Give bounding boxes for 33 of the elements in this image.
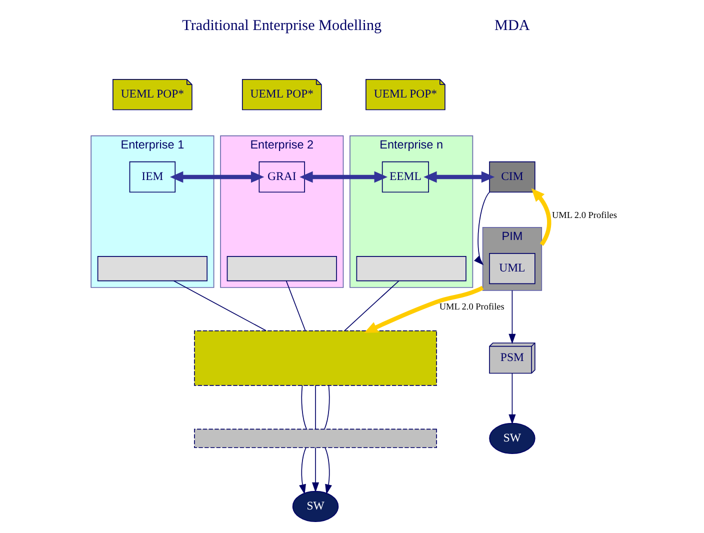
connector	[324, 385, 330, 430]
edge-label: UML 2.0 Profiles	[551, 210, 617, 220]
node-box: IEM	[128, 161, 176, 193]
connector	[285, 280, 306, 332]
node-box	[226, 256, 336, 282]
node-box	[96, 256, 207, 282]
connector	[172, 280, 266, 332]
node-ellipse: SW	[488, 422, 535, 454]
arrow	[324, 447, 332, 494]
arrow	[311, 447, 319, 493]
node-box	[356, 256, 466, 282]
arrow	[508, 290, 516, 344]
arrow	[298, 447, 306, 494]
arrow	[508, 372, 516, 424]
label: Traditional Enterprise Modelling	[182, 18, 382, 34]
arrow	[474, 192, 490, 266]
node-box: UML	[488, 253, 535, 284]
connector	[344, 280, 399, 332]
label: MDA	[494, 18, 530, 34]
arrow	[530, 188, 551, 246]
arrow	[423, 171, 494, 183]
node-box: CIM	[488, 161, 535, 193]
arrow	[299, 171, 388, 183]
edge-label: UML 2.0 Profiles	[438, 302, 504, 312]
node-bar	[194, 428, 436, 448]
node-box: EEML	[381, 161, 428, 193]
arrow	[364, 286, 484, 333]
node-box	[194, 330, 436, 386]
connector	[300, 385, 306, 430]
node-box: GRAI	[258, 161, 304, 193]
node-ellipse: SW	[292, 490, 338, 522]
arrow	[169, 171, 264, 183]
connector	[314, 385, 316, 430]
